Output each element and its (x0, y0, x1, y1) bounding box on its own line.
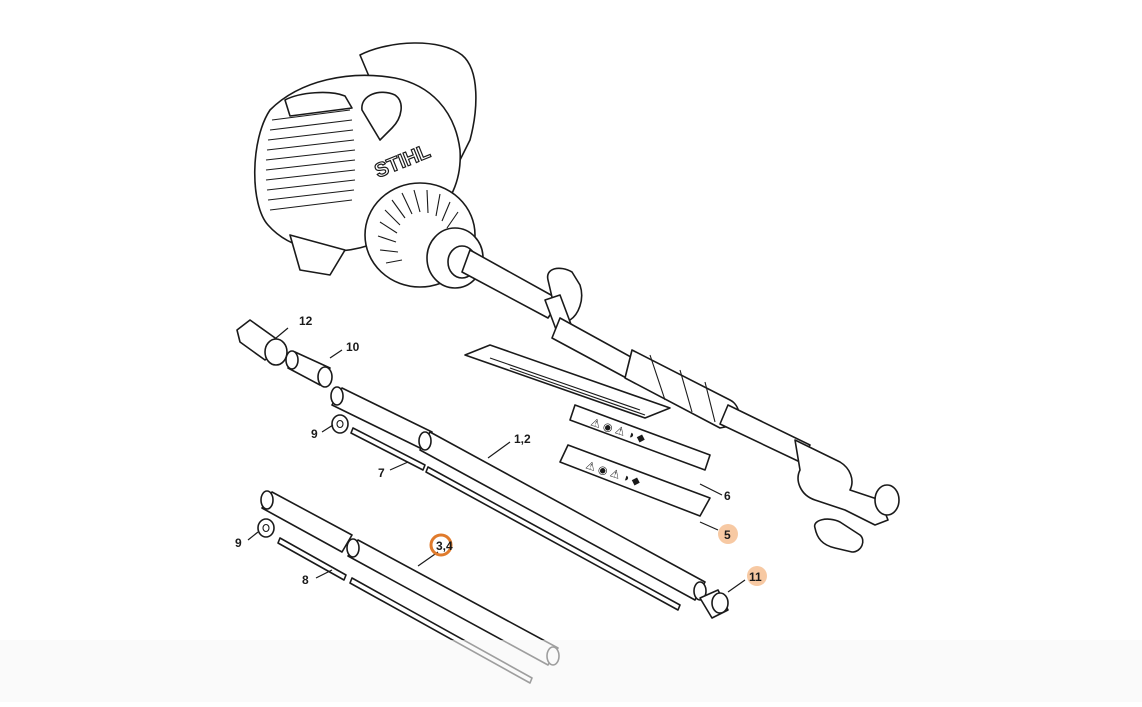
highlight-dot-5[interactable] (718, 524, 738, 544)
leader-lines (247, 327, 746, 593)
part-1-2-tube (330, 386, 707, 601)
callout-12[interactable]: 12 (299, 314, 313, 328)
callout-6[interactable]: 6 (724, 489, 731, 503)
part-10-sleeve (285, 350, 333, 388)
callout-5[interactable]: 5 (724, 528, 731, 542)
highlight-dot-11[interactable] (747, 566, 767, 586)
callout-11[interactable]: 11 (749, 570, 762, 584)
callout-7[interactable]: 7 (378, 466, 385, 480)
part-12-cap (236, 319, 288, 366)
powerhead: STIHL (253, 42, 484, 289)
part-9-bushing-upper (331, 414, 349, 434)
drive-tube-assembly (461, 249, 900, 553)
callout-10[interactable]: 10 (346, 340, 360, 354)
bottom-fade (0, 640, 1142, 702)
callout-3-4[interactable]: 3,4 (436, 539, 453, 553)
callout-9-lower[interactable]: 9 (235, 536, 242, 550)
decal-large: ⚠ ◉ ⚠ ◑ ◆ (464, 344, 711, 471)
part-7-shaft (350, 427, 681, 611)
highlight-ring-3-4[interactable] (429, 533, 453, 557)
callout-1-2[interactable]: 1,2 (514, 432, 531, 446)
part-11-nut (699, 589, 729, 619)
starter-ribs (377, 189, 459, 264)
callout-9-upper[interactable]: 9 (311, 427, 318, 441)
callout-8[interactable]: 8 (302, 573, 309, 587)
part-9-bushing-lower (257, 518, 275, 538)
cooling-fins (265, 91, 356, 211)
